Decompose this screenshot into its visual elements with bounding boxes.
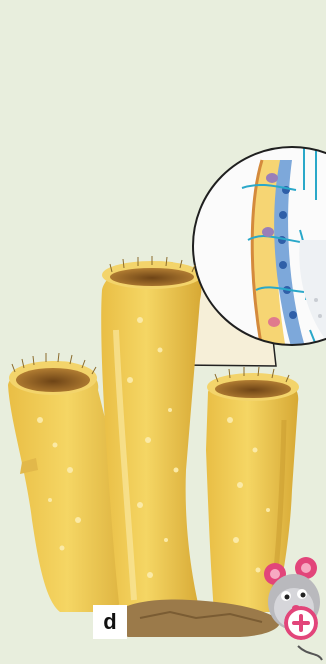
magnifier-plus-icon[interactable] (284, 606, 318, 640)
panel-label: d (93, 605, 127, 639)
sponge-middle-tube (101, 261, 202, 612)
